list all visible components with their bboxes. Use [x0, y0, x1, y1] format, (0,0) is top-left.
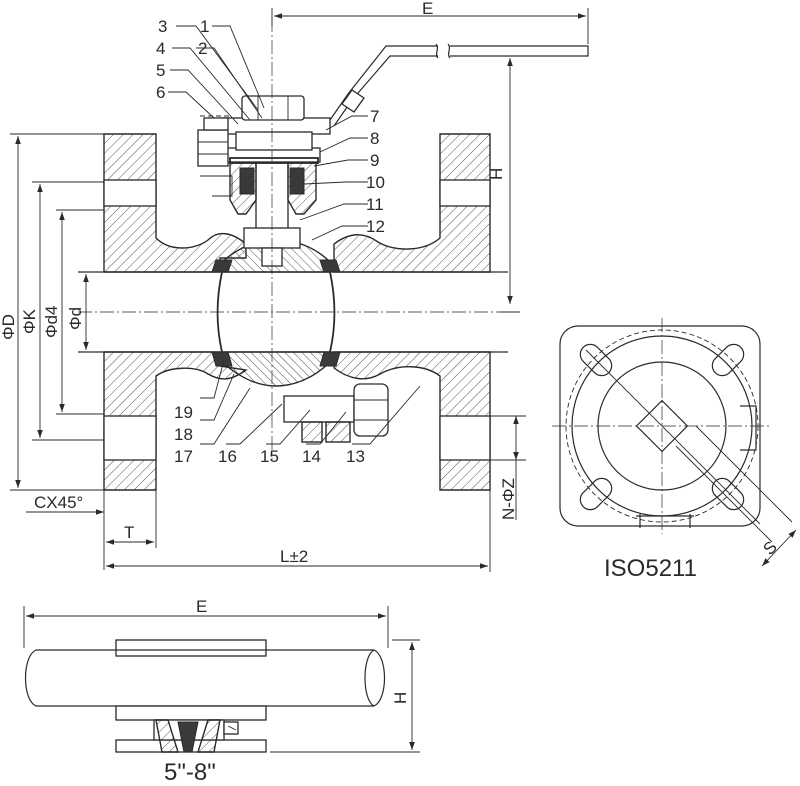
dim-K-label: ΦK: [20, 308, 39, 334]
dim-T-label: T: [124, 523, 134, 542]
stop-bolt: [197, 129, 229, 167]
iso5211-mounting-view: S ISO5211: [552, 318, 797, 582]
dim-S-line: [761, 529, 797, 567]
handle-break-left: [435, 43, 439, 59]
dim-NZ-label: N-ΦZ: [499, 478, 518, 520]
callout-7: 7: [370, 107, 379, 126]
dim-E-label: E: [422, 0, 433, 18]
callout-8: 8: [370, 129, 379, 148]
right-bolt-hole-bottom: [439, 415, 491, 461]
dim-S-label: S: [759, 537, 780, 558]
drain-boss: [301, 421, 323, 443]
dim-L-label: L±2: [280, 547, 308, 566]
left-bolt-hole-top: [103, 179, 157, 207]
dim-E2-label: E: [196, 597, 207, 616]
callout-1: 1: [200, 17, 209, 36]
drain-plug-nut: [353, 383, 389, 437]
iso-label: ISO5211: [604, 555, 697, 582]
dim-d4-label: Φd4: [42, 306, 61, 338]
right-seat: [319, 259, 341, 367]
right-bolt-hole-top: [439, 179, 491, 207]
drain-plug-body: [283, 395, 355, 423]
dim-H2-label: H: [391, 692, 410, 704]
dim-d-label: Φd: [66, 307, 85, 330]
callout-4: 4: [156, 39, 165, 58]
callout-18: 18: [174, 425, 193, 444]
callout-17: 17: [174, 447, 193, 466]
callout-16: 16: [218, 447, 237, 466]
callout-12: 12: [366, 217, 385, 236]
large-size-handle-view: E H 5"-8": [23, 597, 420, 786]
main-section-view: E H ΦD ΦK Φd4 Φd CX45° T: [0, 0, 589, 572]
handle-grip: [341, 89, 365, 113]
stop-bolt-head: [203, 117, 229, 131]
callout-14: 14: [302, 447, 321, 466]
washer: [235, 131, 313, 151]
callout-5: 5: [156, 61, 165, 80]
callouts: [168, 25, 421, 445]
dim-C-label: CX45°: [34, 493, 83, 512]
bonnet-neck: [229, 161, 257, 215]
callout-6: 6: [156, 83, 165, 102]
callout-2: 2: [198, 39, 207, 58]
stem-nut: [241, 95, 305, 121]
callout-13: 13: [346, 447, 365, 466]
callout-19: 19: [174, 403, 193, 422]
dim-D-label: ΦD: [0, 314, 18, 340]
callout-9: 9: [370, 151, 379, 170]
handle-hub: [115, 639, 267, 657]
handle-lever: [329, 45, 438, 127]
handle-tube: [25, 649, 385, 707]
ball-bottom: [221, 351, 331, 387]
ball-left-edge: [216, 271, 223, 353]
right-body-upper: [333, 133, 491, 273]
handle-break-right: [447, 43, 451, 59]
callout-10: 10: [366, 173, 385, 192]
callout-15: 15: [260, 447, 279, 466]
left-seat: [211, 259, 233, 367]
left-bolt-hole-bottom: [103, 415, 157, 461]
callout-11: 11: [366, 195, 384, 214]
size-label: 5"-8": [164, 759, 216, 786]
dim-H-label: H: [487, 168, 506, 180]
stop-plate: [229, 157, 319, 164]
bonnet-neck-right: [287, 161, 317, 215]
ball-right-edge: [329, 271, 336, 353]
callout-3: 3: [158, 17, 167, 36]
handle-end: [450, 45, 589, 57]
